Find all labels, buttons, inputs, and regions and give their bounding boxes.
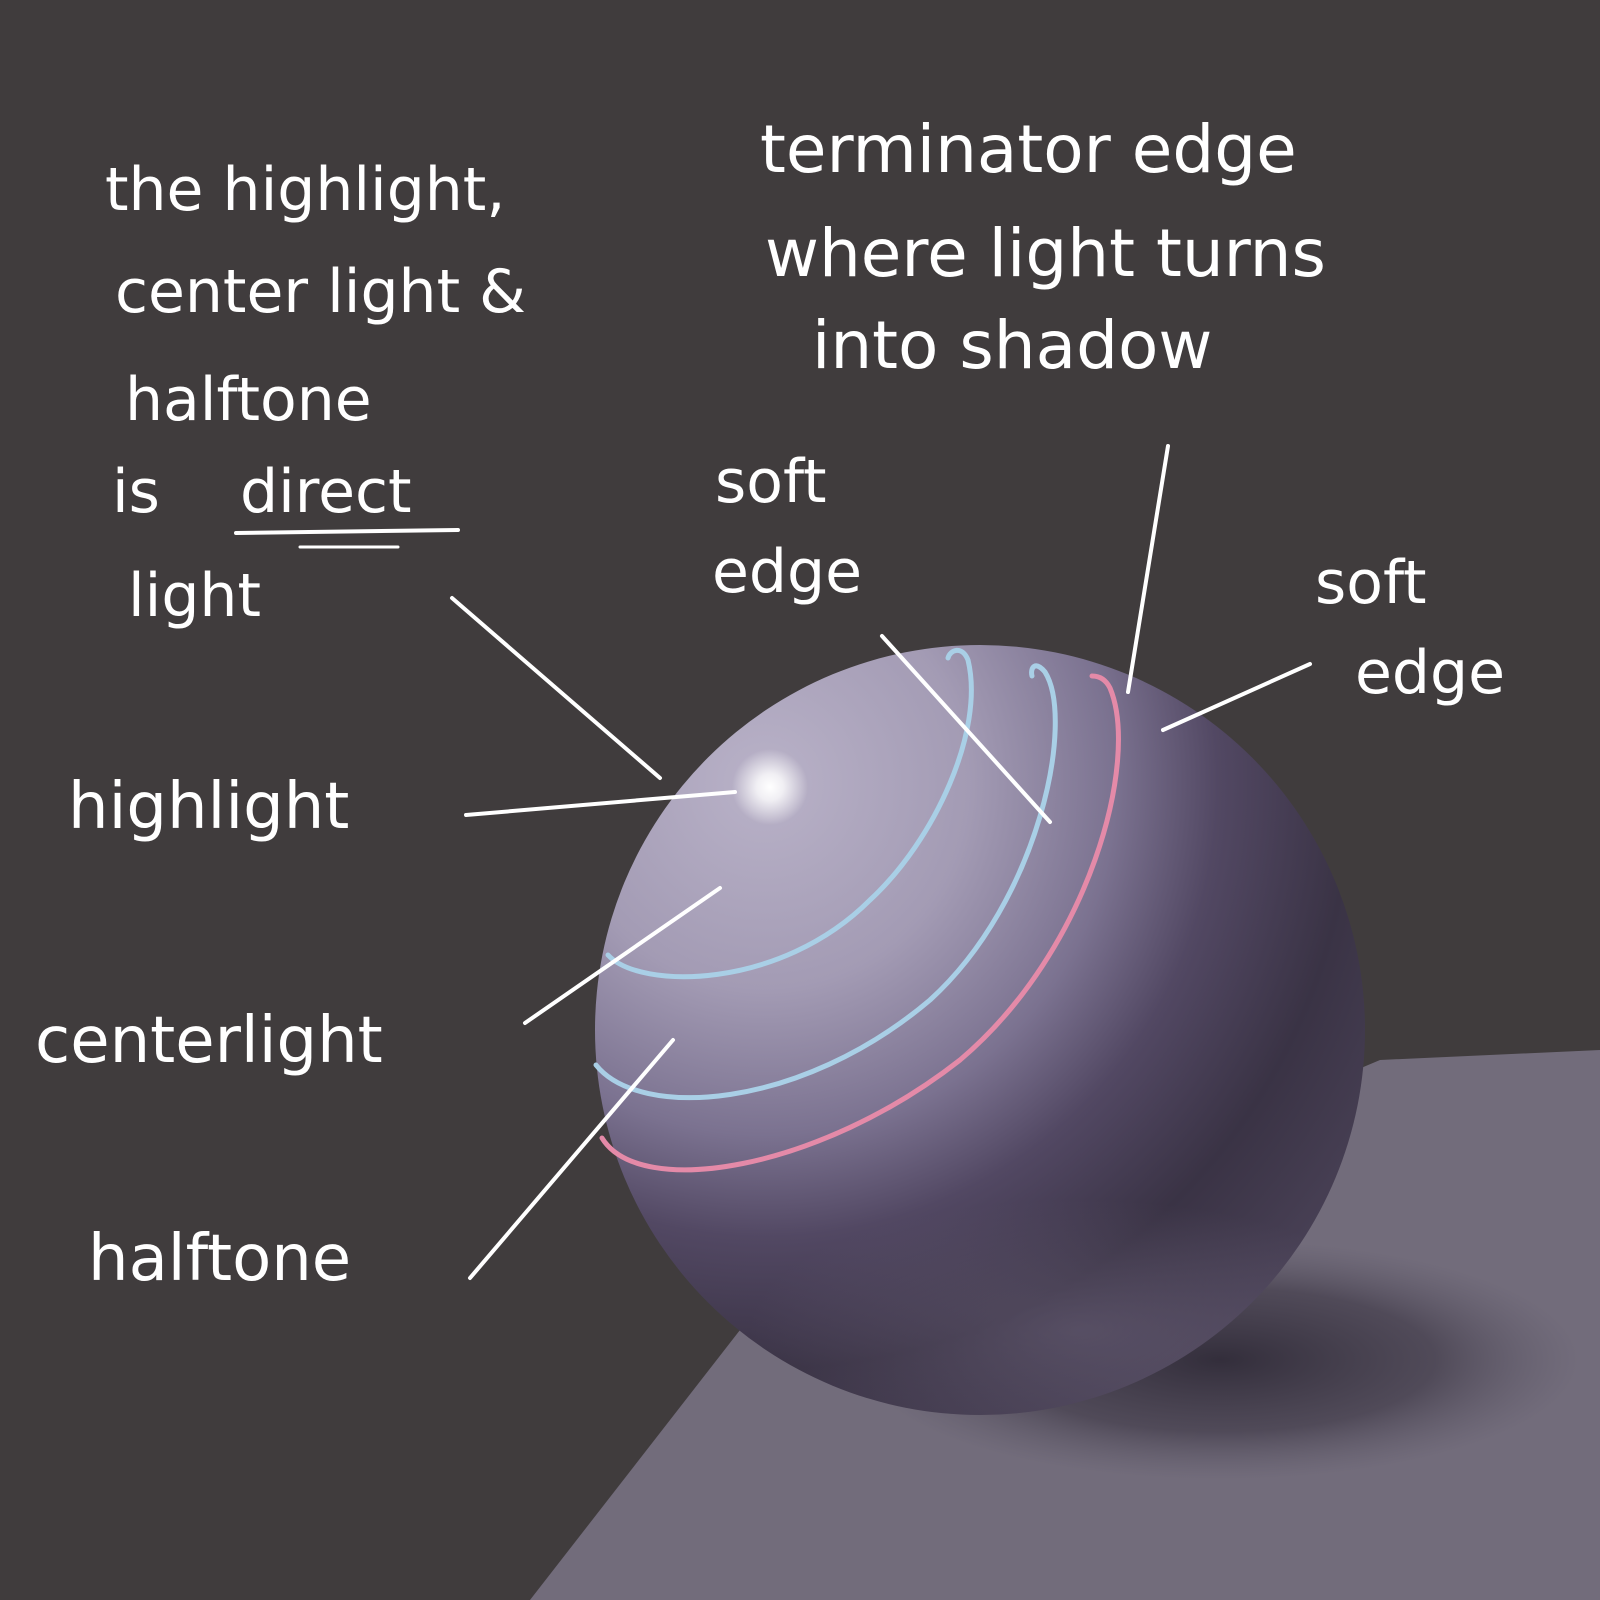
terminator-note: terminator edge where light turns into s…: [760, 111, 1326, 384]
soft-edge-left-note: soft edge: [712, 447, 862, 607]
soft-edge-right-pointer: [1161, 662, 1312, 732]
terminator-line: [599, 673, 1121, 1173]
halftone-pointer: [468, 1038, 675, 1280]
direct-light-note-line5: light: [128, 561, 261, 631]
highlight-pointer: [464, 790, 737, 817]
direct-light-note-line2: center light &: [115, 257, 526, 327]
direct-light-note: the highlight, center light & halftone i…: [105, 155, 526, 631]
label-centerlight: centerlight: [35, 1004, 383, 1078]
label-highlight: highlight: [68, 770, 349, 844]
soft-edge-left-pointer: [880, 634, 1052, 824]
direct-light-pointer: [450, 596, 662, 780]
soft-edge-right-line2: edge: [1355, 638, 1505, 708]
direct-light-note-line1: the highlight,: [105, 155, 505, 225]
terminator-note-line3: into shadow: [812, 307, 1212, 384]
emphasis-underline: [234, 528, 460, 535]
soft-edge-right-note: soft edge: [1315, 548, 1505, 708]
soft-edge-left-line2: edge: [712, 537, 862, 607]
halftone-boundary-line: [605, 647, 974, 980]
soft-edge-left-line1: soft: [715, 447, 827, 517]
direct-light-note-line4-prefix: is: [112, 457, 160, 527]
centerlight-pointer: [523, 886, 722, 1025]
direct-light-note-line3: halftone: [125, 365, 372, 435]
terminator-pointer: [1126, 444, 1170, 694]
direct-light-boundary-line: [593, 663, 1058, 1101]
direct-light-note-emphasis: direct: [240, 457, 412, 527]
label-halftone: halftone: [88, 1222, 351, 1296]
terminator-note-line2: where light turns: [765, 215, 1326, 292]
highlight-spot: [732, 749, 808, 825]
soft-edge-right-line1: soft: [1315, 548, 1427, 618]
terminator-note-line1: terminator edge: [760, 111, 1297, 188]
